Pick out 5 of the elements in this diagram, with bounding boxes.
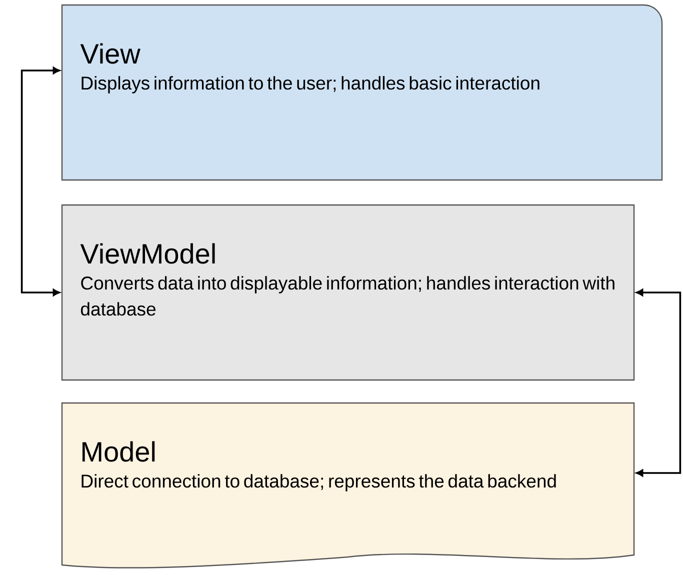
arrow bbox=[20, 66, 60, 296]
view-box: View Displays information to the user; handles basic interaction bbox=[61, 4, 663, 181]
arrow bbox=[636, 288, 682, 477]
viewmodel-box: ViewModel Converts data into displayable information; handles interaction with database bbox=[61, 204, 635, 381]
model-box: Model Direct connection to database; represents the data backend bbox=[61, 402, 635, 568]
